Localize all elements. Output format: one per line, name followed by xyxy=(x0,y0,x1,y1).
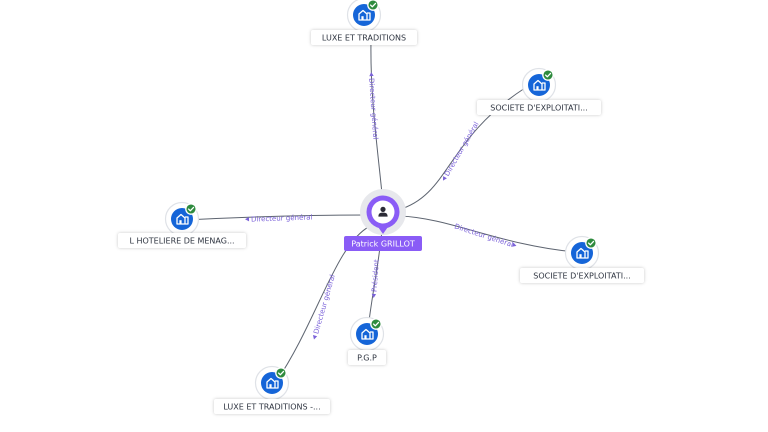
arrow-icon xyxy=(369,72,374,77)
edge-societe-exploitation-2 xyxy=(399,215,576,253)
center-person-name[interactable]: Patrick GRILLOT xyxy=(351,240,415,249)
company-label[interactable]: LUXE ET TRADITIONS -... xyxy=(223,403,320,412)
arrow-icon xyxy=(245,216,250,222)
edge-label-role: Directeur général xyxy=(453,222,514,249)
edge-luxe-et-traditions xyxy=(370,39,384,205)
company-label[interactable]: P.G.P xyxy=(357,354,377,363)
person-icon xyxy=(378,206,388,217)
arrow-icon xyxy=(511,242,517,247)
company-label[interactable]: SOCIETE D'EXPLOITATI... xyxy=(490,104,587,113)
center-node[interactable]: Patrick GRILLOT xyxy=(344,189,422,251)
check-icon xyxy=(275,367,287,379)
check-icon xyxy=(585,237,597,249)
company-node[interactable]: LUXE ET TRADITIONS -... xyxy=(214,365,330,415)
edge-label-role: Président xyxy=(371,259,381,292)
check-icon xyxy=(367,0,379,11)
edge-label-role: Directeur général xyxy=(312,274,337,335)
company-node[interactable]: LUXE ET TRADITIONS xyxy=(311,0,417,45)
edge-label-role: Directeur général xyxy=(251,213,313,223)
company-node[interactable]: SOCIETE D'EXPLOITATI... xyxy=(477,67,601,116)
company-node[interactable]: SOCIETE D'EXPLOITATI... xyxy=(520,235,644,284)
company-label-box xyxy=(520,268,644,283)
company-node[interactable]: L HOTELIERE DE MENAG... xyxy=(118,201,246,249)
check-icon xyxy=(185,203,197,215)
company-label[interactable]: SOCIETE D'EXPLOITATI... xyxy=(533,272,630,281)
company-label[interactable]: LUXE ET TRADITIONS xyxy=(322,34,406,43)
check-icon xyxy=(542,69,554,81)
edge-luxe-et-traditions-2 xyxy=(275,225,371,383)
arrow-icon xyxy=(312,334,318,340)
company-label-box xyxy=(214,399,330,414)
company-label[interactable]: L HOTELIERE DE MENAG... xyxy=(129,237,234,246)
center-label-box xyxy=(344,236,422,251)
company-node[interactable]: P.G.P xyxy=(348,316,386,366)
arrow-icon xyxy=(443,176,447,181)
check-icon xyxy=(370,318,382,330)
company-label-box xyxy=(311,30,417,45)
arrow-icon xyxy=(371,293,377,298)
company-label-box xyxy=(477,100,601,115)
edge-label-role: Directeur général xyxy=(367,78,379,140)
edge-l-hoteliere xyxy=(184,214,370,221)
edge-label-role: Directeur général xyxy=(443,120,481,177)
company-label-box xyxy=(118,233,246,248)
company-label-box xyxy=(348,350,386,365)
